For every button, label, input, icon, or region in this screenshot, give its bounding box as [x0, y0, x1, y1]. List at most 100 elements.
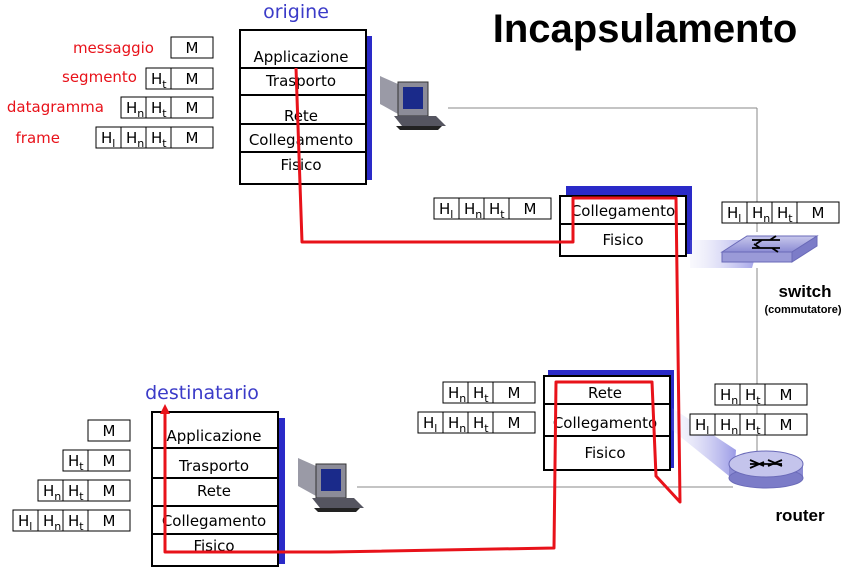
packet-message-text: M: [780, 386, 793, 404]
src-layer-network: Rete: [284, 107, 318, 125]
pdu-label-frame: frame: [16, 129, 60, 147]
dst-layer-physical: Fisico: [193, 537, 234, 555]
packet-header-text-network: Hn: [720, 416, 738, 437]
packet-header-text-network: Hn: [720, 386, 738, 407]
packet-header-cell-link: [12, 509, 39, 532]
packet-header-cell-link: [95, 126, 122, 149]
packet-message-text: M: [103, 452, 116, 470]
stack-frame: [239, 29, 367, 185]
packet-message-cell: [87, 419, 131, 442]
source-label: origine: [263, 1, 329, 23]
packet-message-text: M: [780, 416, 793, 434]
packet-header-text-link: Hl: [101, 129, 115, 150]
packet-header-text-network: Hn: [448, 414, 466, 435]
packet-header-cell-link: [689, 413, 716, 436]
packet-group: M: [87, 419, 131, 442]
destination-label: destinatario: [145, 382, 259, 404]
packet-group: M Ht Hn Hl: [417, 411, 536, 435]
router-layer-network: Rete: [588, 384, 622, 402]
source-computer-icon: [380, 76, 446, 130]
packet-message-text: M: [103, 422, 116, 440]
packet-header-text-transport: Ht: [489, 200, 505, 221]
packet-message-text: M: [508, 414, 521, 432]
packet-header-text-transport: Ht: [68, 512, 84, 533]
packet-header-text-transport: Ht: [745, 386, 761, 407]
packet-group: M: [170, 36, 214, 59]
switch-icon: [690, 235, 819, 268]
router-icon: [672, 408, 804, 489]
packet-header-cell-network: [714, 383, 741, 406]
packet-group: M Ht Hn: [120, 96, 214, 120]
packet-header-text-network: Hn: [752, 204, 770, 225]
dst-layer-transport: Trasporto: [178, 457, 249, 475]
dst-layer-network: Rete: [197, 482, 231, 500]
packet-header-text-transport: Ht: [151, 99, 167, 120]
router-layer-link: Collegamento: [553, 414, 657, 432]
pdu-label-message: messaggio: [73, 39, 154, 57]
packet-header-cell-link: [433, 197, 460, 220]
src-layer-application: Applicazione: [253, 48, 348, 66]
dst-layer-application: Applicazione: [166, 427, 261, 445]
router-stack-frame: [543, 375, 671, 471]
packet-header-text-link: Hl: [423, 414, 437, 435]
packet-header-text-transport: Ht: [777, 204, 793, 225]
packet-header-text-link: Hl: [18, 512, 32, 533]
switch-stack-frame: [559, 195, 687, 257]
packet-group: M Ht Hn: [714, 383, 808, 407]
packet-header-text-network: Hn: [464, 200, 482, 221]
pdu-label-segment: segmento: [62, 68, 137, 86]
packet-message-text: M: [186, 129, 199, 147]
packet-header-text-transport: Ht: [473, 414, 489, 435]
packet-header-text-transport: Ht: [68, 452, 84, 473]
packet-group: M Ht: [145, 67, 214, 91]
packet-header-text-transport: Ht: [151, 70, 167, 91]
packet-header-cell-transport: [62, 449, 89, 472]
packet-group: M Ht Hn Hl: [433, 197, 552, 221]
packet-header-cell-transport: [145, 67, 172, 90]
packet-message-cell: [170, 36, 214, 59]
packet-header-text-link: Hl: [439, 200, 453, 221]
packet-header-text-transport: Ht: [745, 416, 761, 437]
src-layer-physical: Fisico: [280, 156, 321, 174]
switch-layer-physical: Fisico: [602, 231, 643, 249]
switch-sublabel: (commutatore): [764, 304, 841, 316]
network-links: [357, 107, 758, 488]
packet-header-text-network: Hn: [43, 512, 61, 533]
packet-header-text-network: Hn: [43, 482, 61, 503]
packet-message-text: M: [524, 200, 537, 218]
packet-header-text-transport: Ht: [151, 129, 167, 150]
src-layer-transport: Trasporto: [265, 72, 336, 90]
source-protocol-stack: Applicazione Trasporto Rete Collegamento…: [239, 29, 372, 185]
packet-header-text-network: Hn: [448, 384, 466, 405]
router-label: router: [775, 506, 825, 525]
packet-header-cell-network: [120, 96, 147, 119]
switch-label: switch: [779, 282, 832, 301]
dest-stack-frame: [151, 411, 279, 567]
packet-header-text-transport: Ht: [473, 384, 489, 405]
packet-header-cell-link: [417, 411, 444, 434]
router-layer-physical: Fisico: [584, 444, 625, 462]
packet-header-text-transport: Ht: [68, 482, 84, 503]
packet-message-text: M: [186, 70, 199, 88]
packet-message-text: M: [186, 99, 199, 117]
packet-header-text-network: Hn: [126, 99, 144, 120]
packet-message-text: M: [186, 39, 199, 57]
page-title: Incapsulamento: [493, 7, 798, 51]
packet-message-text: M: [812, 204, 825, 222]
packet-header-cell-network: [37, 479, 64, 502]
destination-protocol-stack: Applicazione Trasporto Rete Collegamento…: [151, 411, 285, 567]
packet-group: M Ht: [62, 449, 131, 473]
switch-layer-link: Collegamento: [571, 202, 675, 220]
destination-computer-icon: [298, 458, 364, 512]
data-path-route: [163, 67, 682, 554]
packet-header-text-link: Hl: [695, 416, 709, 437]
packet-message-text: M: [508, 384, 521, 402]
data-path-arrowhead: [160, 404, 170, 414]
dst-layer-link: Collegamento: [162, 512, 266, 530]
